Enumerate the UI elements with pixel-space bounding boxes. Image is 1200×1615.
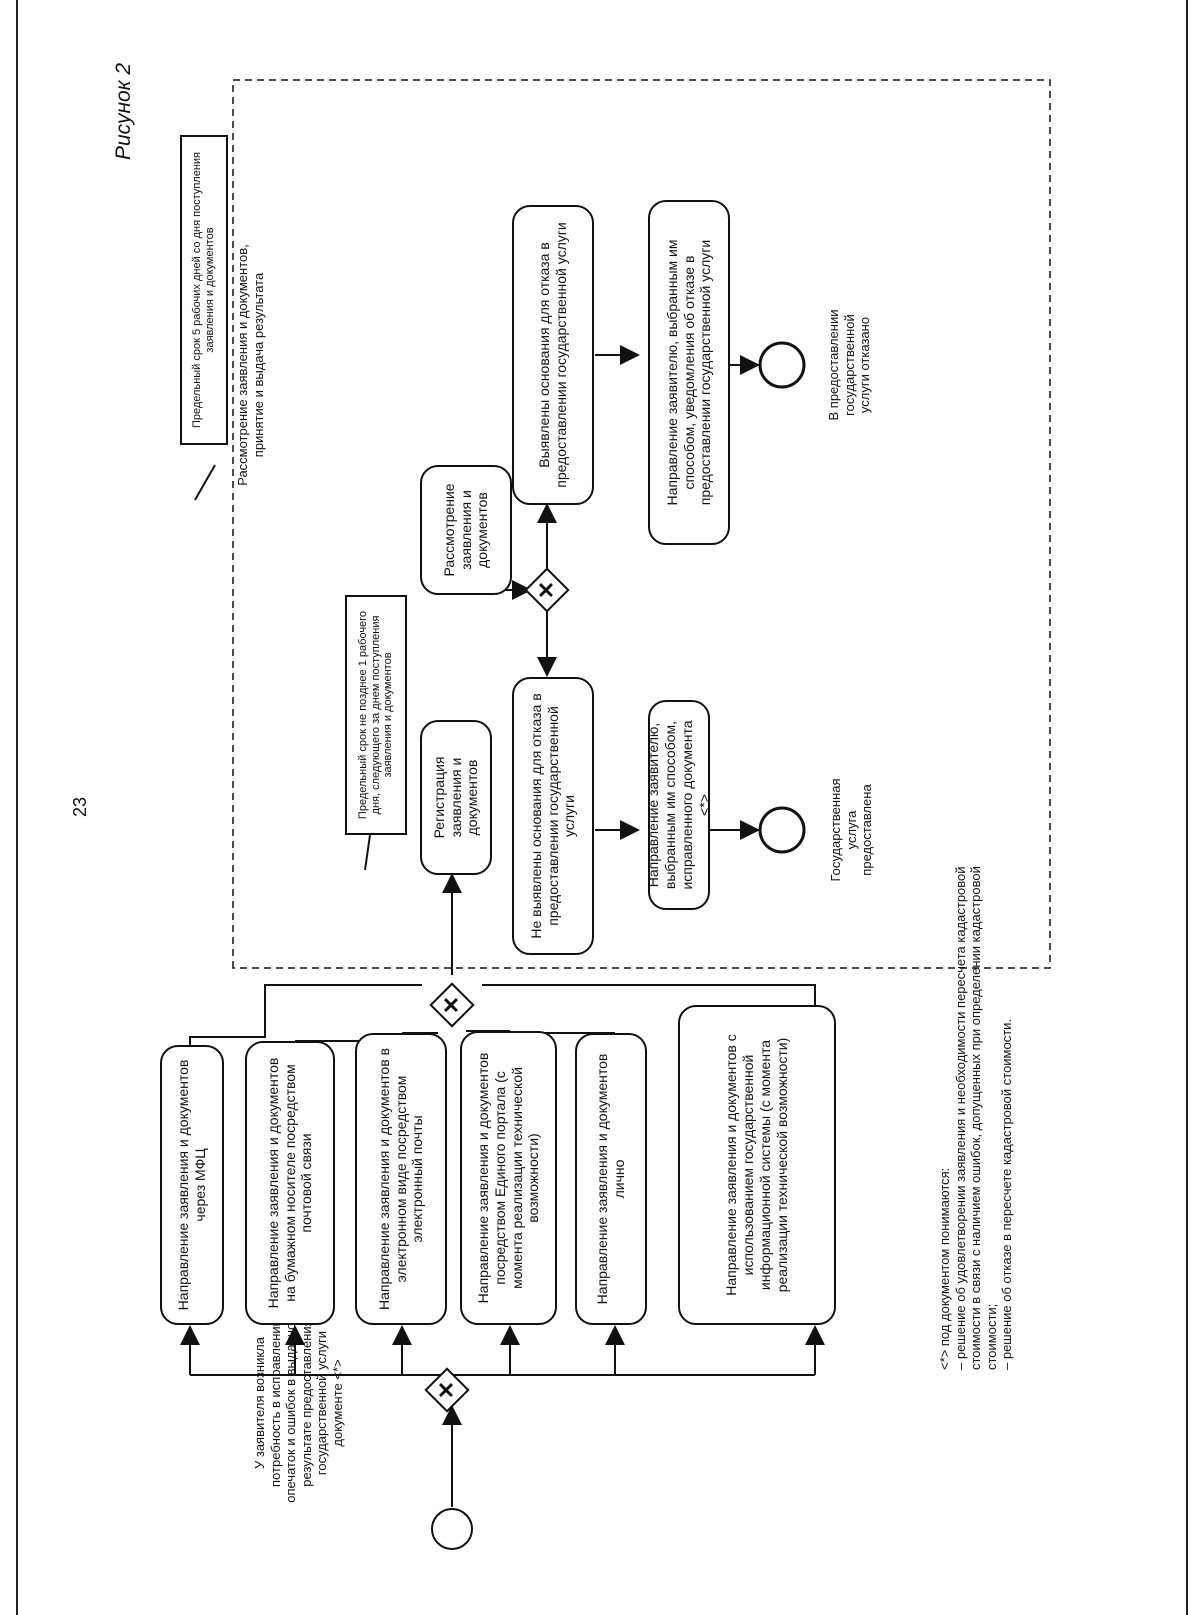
start-event-label: У заявителя возникла потребность в испра… <box>252 1303 345 1503</box>
gateway-split <box>424 1367 470 1413</box>
channel-post: Направление заявления и документов на бу… <box>245 1041 335 1325</box>
end-refused-label: В предоставлении государственной услуги … <box>826 309 873 421</box>
channel-personal: Направление заявления и документов лично <box>575 1033 647 1325</box>
review-box: Рассмотрение заявления и документов <box>420 465 512 595</box>
channel-mfc: Направление заявления и документов через… <box>160 1045 224 1325</box>
deadline-note-group: Предельный срок 5 рабочих дней со дня по… <box>180 135 228 445</box>
annotation-leader-group <box>194 464 216 501</box>
process-group-label: Рассмотрение заявления и документов, при… <box>235 244 266 486</box>
channel-email: Направление заявления и документов в эле… <box>355 1033 447 1325</box>
send-refusal-box: Направление заявителю, выбранным им спос… <box>648 200 730 545</box>
gateway-decision <box>524 567 570 613</box>
gateway-merge-symbol: ✕ <box>439 995 464 1015</box>
footnote-item-2: – решение об отказе в пересчете кадастро… <box>999 1018 1015 1370</box>
page-number: 23 <box>70 796 90 817</box>
no-grounds-box: Не выявлены основания для отказа в предо… <box>512 677 594 955</box>
end-event-provided <box>758 806 806 854</box>
page-edge-right <box>1186 0 1188 1615</box>
connector-channel-1-to-merge <box>189 984 422 1045</box>
page-edge-left <box>16 0 18 1615</box>
end-event-refused <box>758 341 806 389</box>
channel-gis: Направление заявления и документов с исп… <box>678 1005 836 1325</box>
send-corrected-box: Направление заявителю, выбранным им спос… <box>645 700 712 910</box>
gateway-decision-symbol: ✕ <box>534 580 559 600</box>
process-group-boundary <box>232 79 1051 969</box>
channel-portal: Направление заявления и документов посре… <box>460 1031 557 1325</box>
start-event <box>431 1508 473 1550</box>
footnote: <*> под документом понимаются: – решение… <box>937 845 1015 1370</box>
figure-label: Рисунок 2 <box>112 62 135 160</box>
connector-channel-6-to-merge <box>482 984 816 1005</box>
gateway-split-symbol: ✕ <box>434 1380 459 1400</box>
registration-box: Регистрация заявления и документов <box>420 720 492 875</box>
footnote-item-1: – решение об удовлетворении заявления и … <box>952 866 999 1370</box>
footnote-title: <*> под документом понимаются: <box>937 1167 952 1370</box>
end-provided-label: Государственная услуга предоставлена <box>828 778 875 882</box>
deadline-note-registration: Предельный срок не позднее 1 рабочего дн… <box>345 595 407 835</box>
annotation-leader-registration <box>364 834 371 871</box>
gateway-merge <box>429 982 475 1028</box>
grounds-found-box: Выявлены основания для отказа в предоста… <box>512 205 594 505</box>
